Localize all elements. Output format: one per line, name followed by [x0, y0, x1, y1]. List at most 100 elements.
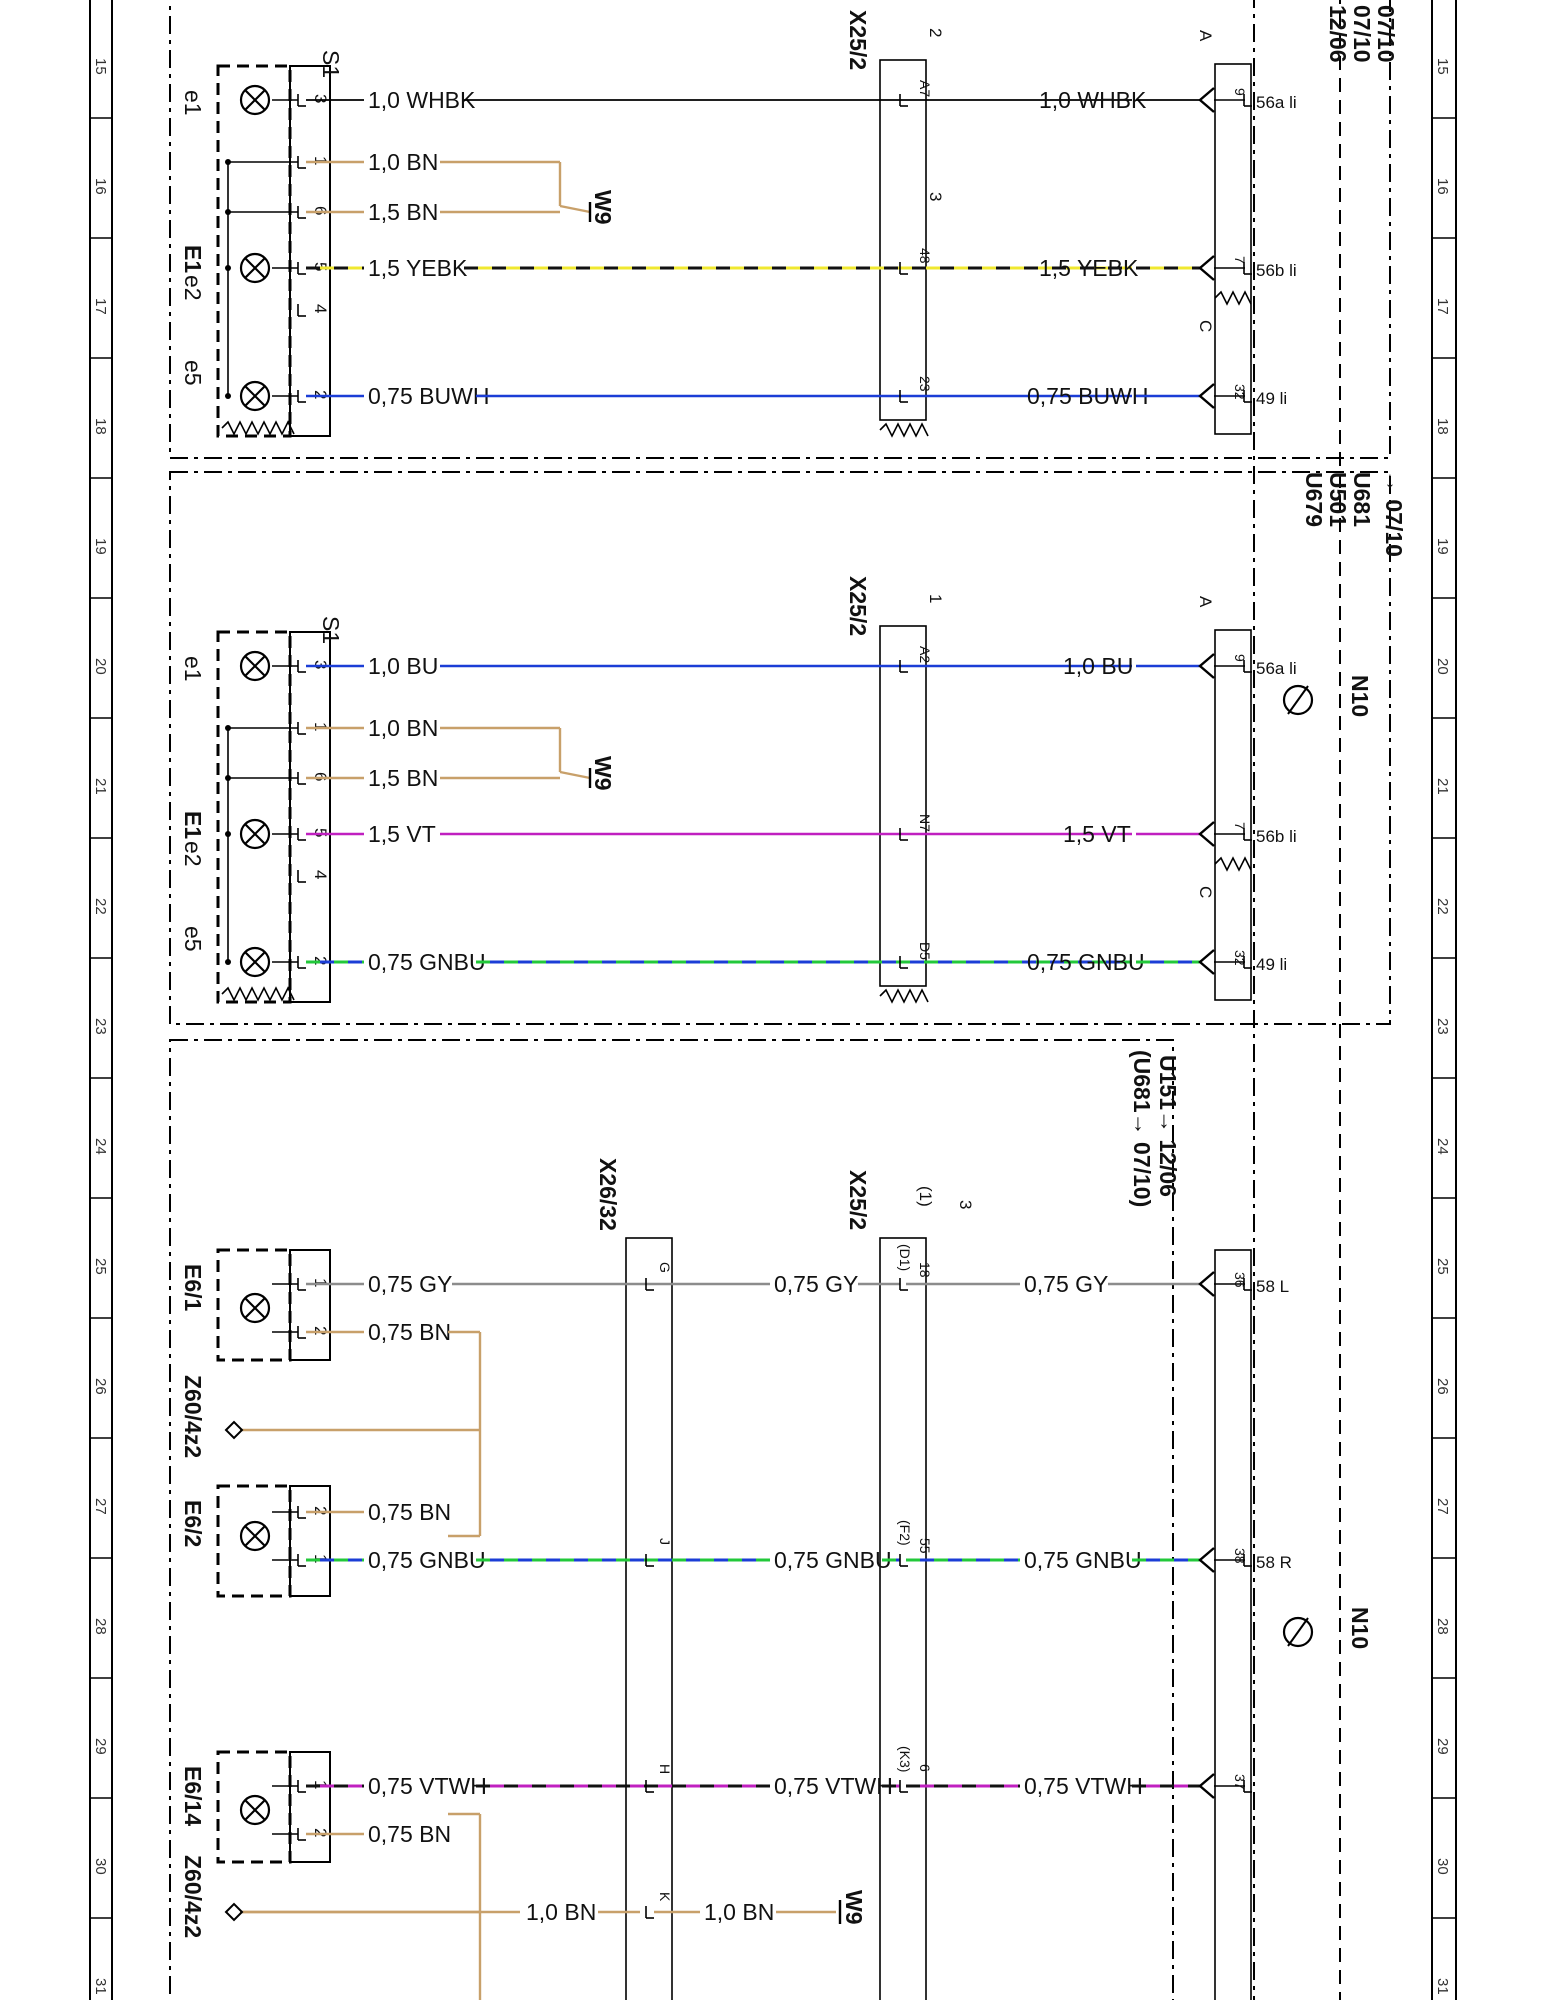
pin-terminal [899, 94, 908, 107]
wire-label: 0,75 BN [368, 1821, 451, 1847]
wire-label: 1,5 BN [368, 765, 438, 791]
grid-number: 17 [1434, 298, 1451, 315]
grid-number: 22 [1434, 898, 1451, 915]
lamp-label: E6/14 [180, 1766, 206, 1826]
module-label: N10 [1347, 675, 1373, 717]
wire-bn: 0,75 BN [306, 1319, 451, 1345]
lamp-label-e2: e2 [180, 275, 206, 301]
wire-label: 1,5 YEBK [368, 255, 468, 281]
wire-label: 1,5 VT [368, 821, 436, 847]
pin-terminal [297, 390, 306, 403]
switch-pin-number: 2 [311, 390, 330, 399]
component-box [216, 1484, 292, 1598]
module-label: N10 [1347, 1607, 1373, 1649]
connector-arrow [1198, 1773, 1215, 1799]
module-pin-number: 32 [1232, 950, 1248, 966]
pin-terminal [645, 1554, 654, 1567]
module-connector [1214, 63, 1252, 435]
connector-pin-label: 23 [917, 376, 933, 392]
pin-number: 2 [311, 1828, 330, 1837]
break-zigzag [1214, 290, 1252, 306]
wire-label: 1,0 WHBK [368, 87, 476, 113]
ground-diag [559, 770, 591, 780]
module-pin-label: 58 L [1256, 1277, 1289, 1296]
wire-label: 1,0 BN [526, 1899, 596, 1925]
module-pin-number: 7 [1232, 256, 1248, 264]
module-pin-label: 56b li [1256, 261, 1297, 280]
module-pin-number: 32 [1232, 384, 1248, 400]
ground-label: W9 [841, 1890, 867, 1925]
grid-number: 27 [1434, 1498, 1451, 1515]
module-pin-label: 49 li [1256, 389, 1287, 408]
module-circle [1282, 1616, 1314, 1648]
pin-terminal [297, 206, 306, 219]
splice-label: Z60/4z2 [180, 1855, 206, 1938]
lamp-cross [244, 1297, 266, 1319]
pin-terminal [1243, 1278, 1252, 1291]
pin-terminal [297, 1554, 306, 1567]
module-pin-number: 38 [1232, 1548, 1248, 1564]
module-symbol: N10 [1282, 675, 1373, 717]
connector-label: X25/2 [845, 576, 871, 636]
switch-pin-number: 3 [311, 94, 330, 103]
pin-terminal [297, 262, 306, 275]
connector-pin-label: 55 [917, 1538, 933, 1554]
switch-pin-number: 4 [311, 304, 330, 313]
lamp-cross [244, 951, 266, 973]
lamp-cross [244, 89, 266, 111]
pin-number: 2 [311, 1506, 330, 1515]
lamp-label-e5: e5 [180, 360, 206, 386]
connector-pin-label: N7 [917, 814, 933, 832]
frame-lower [169, 1039, 1174, 2000]
grid-number: 21 [1434, 778, 1451, 795]
switch-label: S1 [318, 50, 344, 78]
wire-label: 0,75 GNBU [368, 949, 486, 975]
connector-body [879, 59, 927, 421]
connector-number: 1 [926, 594, 945, 603]
connector-pin-paren: (F2) [897, 1520, 913, 1546]
lamp-cross [244, 1799, 266, 1821]
wire-label: 0,75 GNBU [1024, 1547, 1142, 1573]
module-pin-number: 9 [1232, 654, 1248, 662]
switch-pin-number: 6 [311, 772, 330, 781]
lamp-icon [239, 1520, 271, 1552]
pin-number: 1 [311, 1278, 330, 1287]
pin-terminal [899, 262, 908, 275]
lamp-icon [239, 380, 271, 412]
pin-terminal [899, 1278, 908, 1291]
connector-pin-label: 18 [917, 1262, 933, 1278]
module-connector-id: A [1196, 596, 1215, 608]
wire-label: 0,75 GY [1024, 1271, 1108, 1297]
connector-arrow [1198, 87, 1215, 113]
pin-number: 2 [311, 1326, 330, 1335]
grid-number: 31 [92, 1978, 109, 1995]
variant-label: U681 [1349, 472, 1375, 527]
switch-pin-number: 5 [311, 828, 330, 837]
grid-number: 30 [92, 1858, 109, 1875]
wire-label: 1,5 YEBK [1039, 255, 1139, 281]
wire-label: 0,75 GNBU [1027, 949, 1145, 975]
lamp-label-e1: e1 [180, 656, 206, 682]
pin-terminal [1243, 262, 1252, 275]
connector-label: X25/2 [845, 1170, 871, 1230]
module-pin-number: 7 [1232, 822, 1248, 830]
module-pin-label: 56b li [1256, 827, 1297, 846]
wire-bn: 0,75 BN [306, 1499, 451, 1525]
splice-icon [224, 1902, 244, 1922]
wire-label: 1,0 BN [704, 1899, 774, 1925]
wire-label: 1,5 BN [368, 199, 438, 225]
grid-number: 27 [92, 1498, 109, 1515]
connector-number: 3 [926, 192, 945, 201]
variant-label: U151→ 12/06 [1155, 1055, 1181, 1197]
module-symbol: N10 [1282, 1607, 1373, 1649]
component-label: E1 [180, 811, 206, 839]
pin-terminal [1243, 956, 1252, 969]
connector-arrow [1198, 383, 1215, 409]
